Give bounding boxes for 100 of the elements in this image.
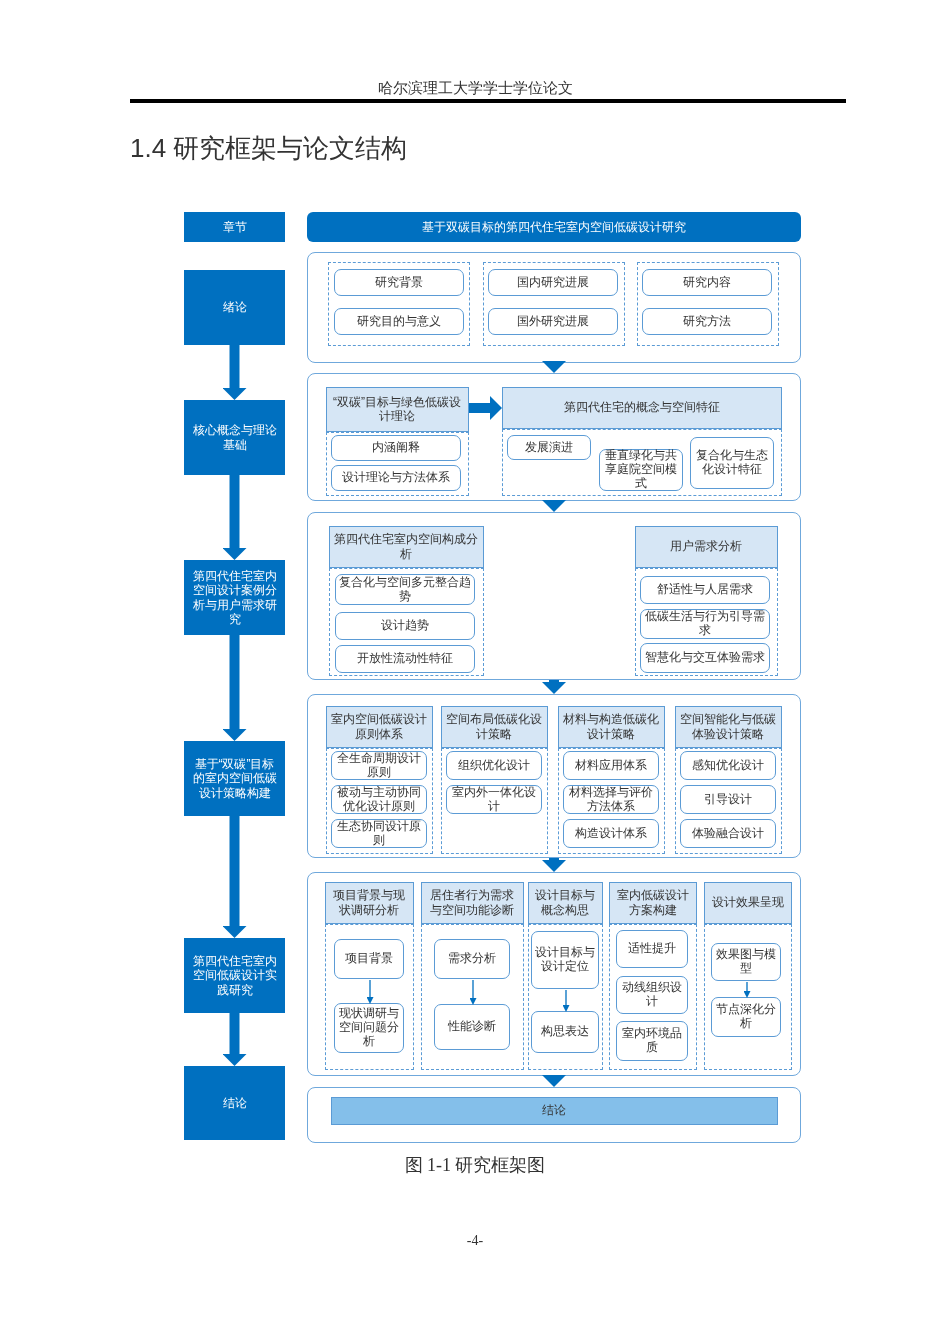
- column-header: 空间布局低碳化设计策略: [440, 705, 548, 748]
- topic-box: 国外研究进展: [488, 308, 618, 335]
- column-header: 设计效果呈现: [703, 881, 792, 924]
- dashed-group: [674, 747, 782, 854]
- topic-box: 感知优化设计: [680, 751, 776, 780]
- topic-box: 引导设计: [680, 785, 776, 814]
- topic-box: 组织优化设计: [446, 751, 542, 780]
- dashed-group: [325, 747, 433, 854]
- chapter-box: 章节: [184, 212, 285, 242]
- conclusion-bar: 结论: [330, 1096, 778, 1125]
- dashed-group: [608, 923, 697, 1070]
- dashed-group: [328, 567, 484, 676]
- topic-box: 室内环境品质: [616, 1021, 688, 1061]
- topic-box: 内涵阐释: [331, 435, 461, 461]
- topic-box: 材料应用体系: [563, 751, 659, 780]
- dashed-group: [527, 923, 603, 1070]
- arrow: [743, 981, 751, 998]
- topic-box: 构思表达: [531, 1011, 599, 1053]
- figure-caption: 图 1-1 研究框架图: [403, 1154, 547, 1177]
- arrow: [469, 396, 502, 420]
- section-panel: [307, 872, 801, 1076]
- chapter-box: 第四代住宅室内空间低碳设计实践研究: [184, 938, 285, 1013]
- topic-box: 复合化与生态化设计特征: [690, 437, 774, 489]
- topic-box: 项目背景: [334, 939, 404, 979]
- topic-box: 研究目的与意义: [334, 308, 464, 335]
- topic-box: 适性提升: [616, 930, 688, 968]
- section-heading: 1.4 研究框架与论文结构: [130, 132, 408, 165]
- section-panel: [307, 252, 801, 363]
- topic-box: 被动与主动协同优化设计原则: [331, 785, 427, 814]
- topic-box: 现状调研与空间问题分析: [334, 1003, 404, 1053]
- topic-box: 设计理论与方法体系: [331, 465, 461, 491]
- topic-box: 需求分析: [434, 939, 510, 979]
- column-header: 用户需求分析: [634, 525, 778, 568]
- dashed-group: [327, 261, 470, 346]
- dashed-group: [703, 923, 792, 1070]
- arrow: [542, 500, 566, 512]
- page-number: -4-: [465, 1233, 485, 1249]
- topic-box: 研究内容: [642, 269, 772, 296]
- arrow: [542, 680, 566, 694]
- topic-box: 开放性流动性特征: [335, 645, 475, 673]
- arrow: [562, 989, 570, 1012]
- arrow: [542, 858, 566, 872]
- column-header: 设计目标与概念构思: [527, 881, 603, 924]
- arrow: [469, 979, 477, 1005]
- topic-box: 舒适性与人居需求: [640, 576, 770, 604]
- section-panel: [307, 373, 801, 501]
- arrow: [222, 635, 247, 741]
- arrow: [542, 361, 566, 373]
- page-header: 哈尔滨理工大学学士学位论文: [376, 79, 574, 98]
- topic-box: 智慧化与交互体验需求: [640, 643, 770, 673]
- chapter-box: 第四代住宅室内空间设计案例分析与用户需求研究: [184, 560, 285, 635]
- topic-box: 设计趋势: [335, 612, 475, 640]
- topic-box: 垂直绿化与共享庭院空间模式: [599, 449, 683, 491]
- dashed-group: [324, 923, 414, 1070]
- topic-box: 研究方法: [642, 308, 772, 335]
- title-banner: 基于双碳目标的第四代住宅室内空间低碳设计研究: [307, 212, 801, 242]
- chapter-box: 结论: [184, 1066, 285, 1140]
- section-panel: [307, 512, 801, 680]
- topic-box: 全生命周期设计原则: [331, 751, 427, 780]
- topic-box: 设计目标与设计定位: [531, 931, 599, 989]
- column-header: 空间智能化与低碳体验设计策略: [674, 705, 782, 748]
- topic-box: 动线组织设计: [616, 976, 688, 1014]
- topic-box: 节点深化分析: [711, 997, 781, 1037]
- column-header: 第四代住宅的概念与空间特征: [501, 386, 782, 429]
- arrow: [222, 475, 247, 560]
- section-panel: [307, 694, 801, 858]
- column-header: “双碳”目标与绿色低碳设计理论: [325, 386, 469, 432]
- dashed-group: [440, 747, 548, 854]
- arrow: [366, 979, 374, 1004]
- topic-box: 性能诊断: [434, 1004, 510, 1050]
- chapter-box: 核心概念与理论基础: [184, 400, 285, 475]
- topic-box: 低碳生活与行为引导需求: [640, 609, 770, 639]
- topic-box: 室内外一体化设计: [446, 785, 542, 814]
- dashed-group: [636, 261, 779, 346]
- topic-box: 发展演进: [507, 435, 591, 460]
- chapter-box: 绪论: [184, 270, 285, 345]
- topic-box: 体验融合设计: [680, 819, 776, 848]
- dashed-group: [557, 747, 665, 854]
- topic-box: 国内研究进展: [488, 269, 618, 296]
- dashed-group: [420, 923, 524, 1070]
- topic-box: 生态协同设计原则: [331, 819, 427, 848]
- dashed-group: [501, 428, 782, 496]
- column-header: 居住者行为需求与空间功能诊断: [420, 881, 524, 924]
- arrow: [222, 816, 247, 938]
- arrow: [222, 1013, 247, 1066]
- dashed-group: [482, 261, 625, 346]
- topic-box: 效果图与模型: [711, 943, 781, 981]
- column-header: 室内空间低碳设计原则体系: [325, 705, 433, 748]
- section-panel: [307, 1087, 801, 1143]
- topic-box: 构造设计体系: [563, 819, 659, 848]
- topic-box: 研究背景: [334, 269, 464, 296]
- column-header: 室内低碳设计方案构建: [608, 881, 697, 924]
- column-header: 第四代住宅室内空间构成分析: [328, 525, 484, 568]
- column-header: 材料与构造低碳化设计策略: [557, 705, 665, 748]
- topic-box: 材料选择与评价方法体系: [563, 785, 659, 814]
- dashed-group: [325, 431, 469, 496]
- topic-box: 复合化与空间多元整合趋势: [335, 574, 475, 605]
- arrow: [542, 1075, 566, 1087]
- chapter-box: 基于“双碳”目标的室内空间低碳设计策略构建: [184, 741, 285, 816]
- dashed-group: [634, 567, 778, 676]
